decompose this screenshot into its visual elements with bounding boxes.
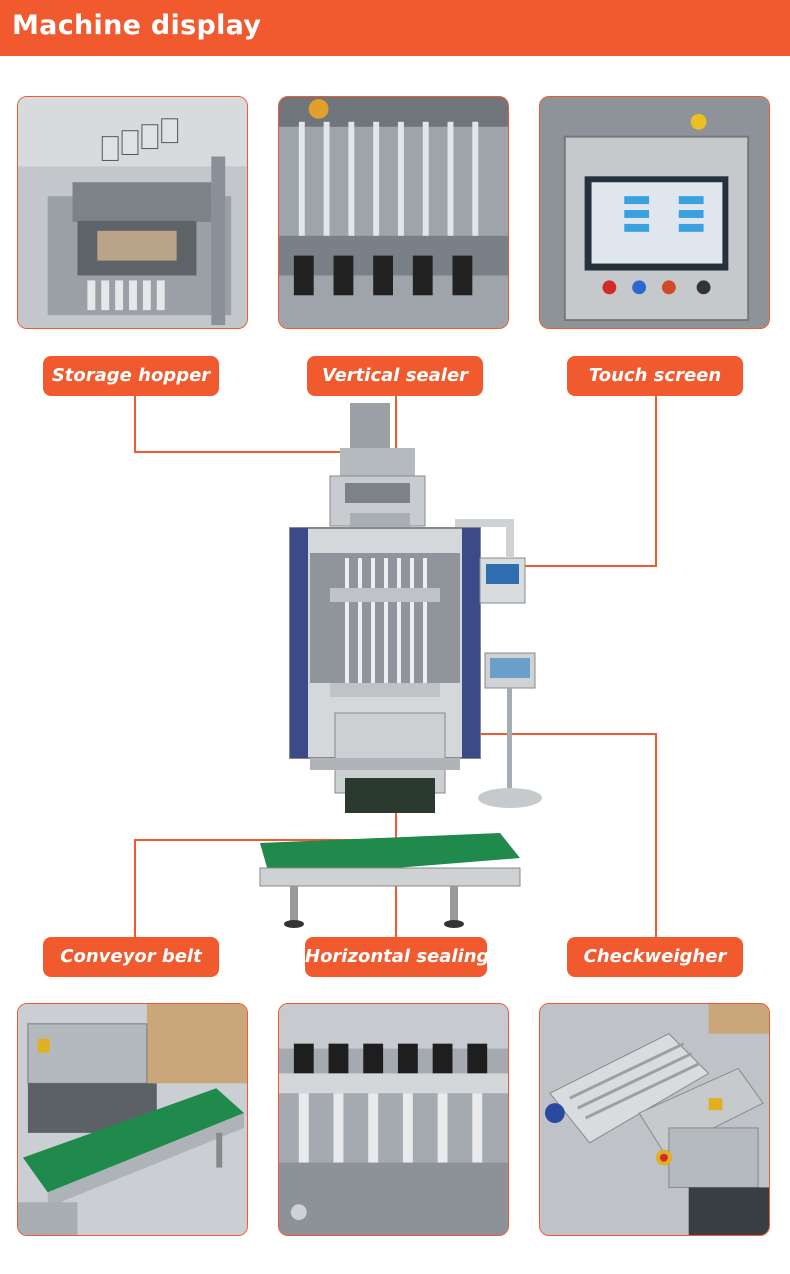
vertical-sealer-label: Vertical sealer xyxy=(307,356,483,396)
checkweigher-label: Checkweigher xyxy=(567,937,743,977)
page-title: Machine display xyxy=(12,10,262,41)
conveyor-belt-label: Conveyor belt xyxy=(43,937,219,977)
conveyor-belt-photo xyxy=(17,1003,248,1236)
vertical-sealer-photo xyxy=(278,96,509,329)
packaging-machine-illustration xyxy=(250,398,550,930)
touch-screen-photo xyxy=(539,96,770,329)
storage-hopper-label: Storage hopper xyxy=(43,356,219,396)
touch-screen-label: Touch screen xyxy=(567,356,743,396)
header-bar: Machine display xyxy=(0,0,790,56)
horizontal-sealing-label: Horizontal sealing xyxy=(305,937,489,977)
storage-hopper-photo xyxy=(17,96,248,329)
checkweigher-photo xyxy=(539,1003,770,1236)
horizontal-sealing-photo xyxy=(278,1003,509,1236)
